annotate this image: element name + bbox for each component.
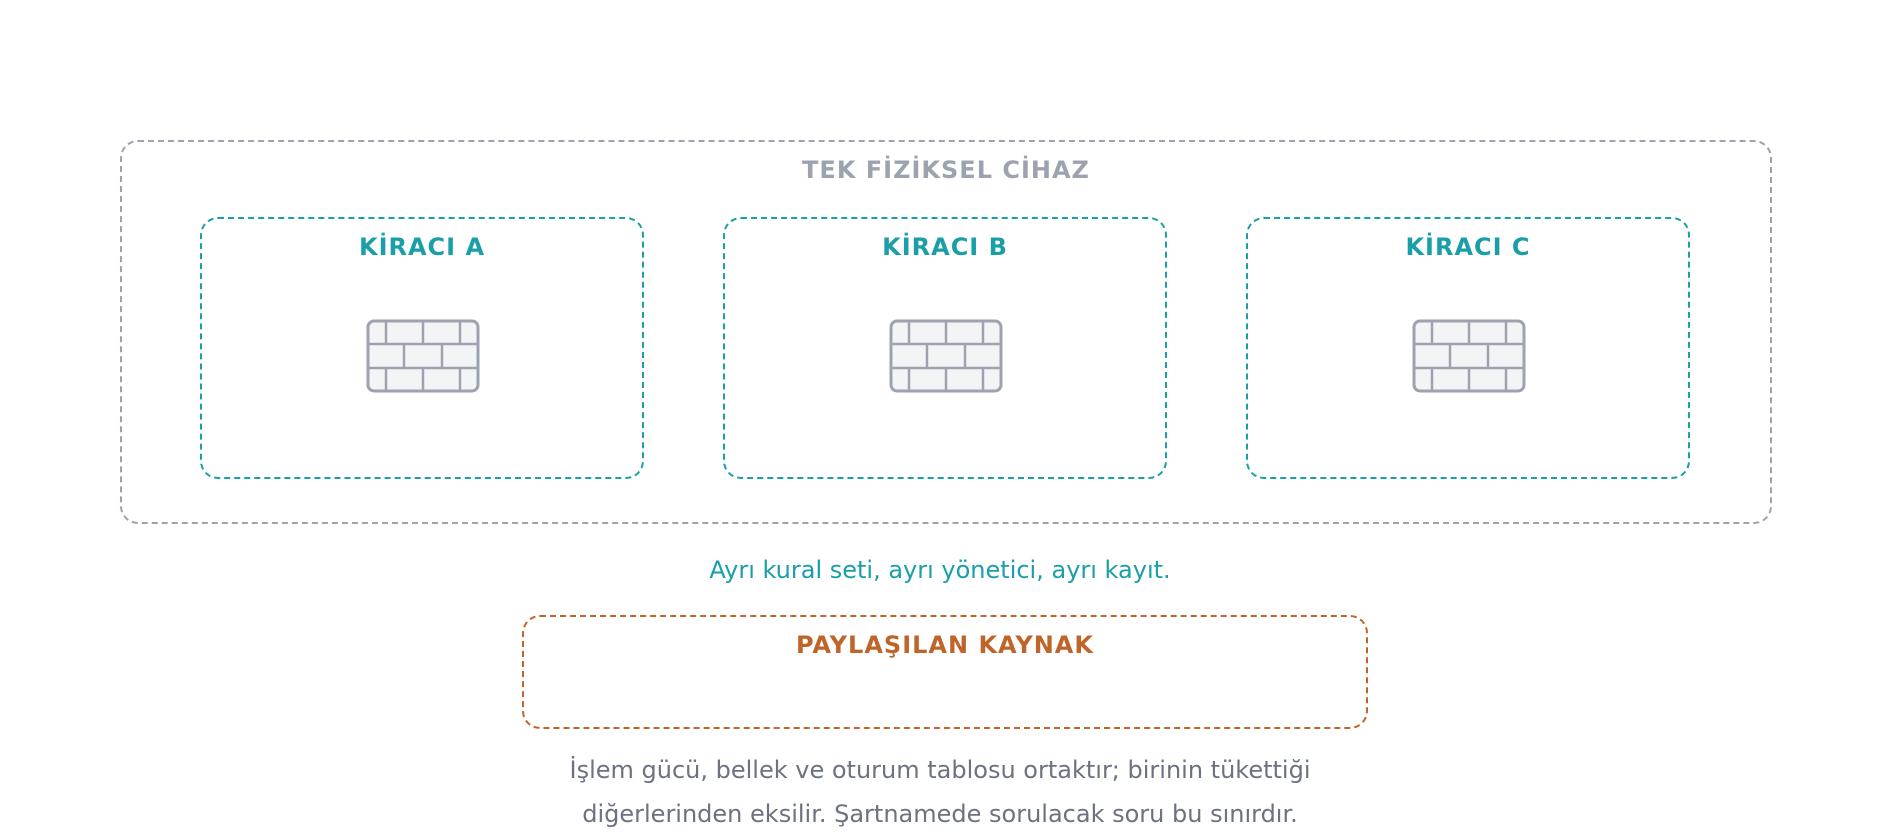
physical-device-label: TEK FİZİKSEL CİHAZ: [802, 156, 1090, 184]
shared-resource-frame: PAYLAŞILAN KAYNAK: [522, 615, 1368, 729]
tenant-b-label: KİRACI B: [882, 233, 1008, 261]
firewall-icon: [889, 319, 1003, 393]
shared-resource-note: İşlem gücü, bellek ve oturum tablosu ort…: [0, 748, 1880, 836]
note-line-1: İşlem gücü, bellek ve oturum tablosu ort…: [569, 756, 1311, 784]
note-line-2: diğerlerinden eksilir. Şartnamede sorula…: [582, 800, 1298, 828]
tenant-c-label: KİRACI C: [1405, 233, 1531, 261]
tenant-isolation-caption: Ayrı kural seti, ayrı yönetici, ayrı kay…: [709, 556, 1171, 584]
shared-resource-label: PAYLAŞILAN KAYNAK: [796, 631, 1094, 659]
tenant-b-frame: KİRACI B: [723, 217, 1167, 479]
firewall-icon: [1412, 319, 1526, 393]
tenant-a-label: KİRACI A: [358, 233, 486, 261]
physical-device-frame: TEK FİZİKSEL CİHAZ: [120, 140, 1772, 524]
tenant-c-frame: KİRACI C: [1246, 217, 1690, 479]
firewall-icon: [366, 319, 480, 393]
tenant-a-frame: KİRACI A: [200, 217, 644, 479]
